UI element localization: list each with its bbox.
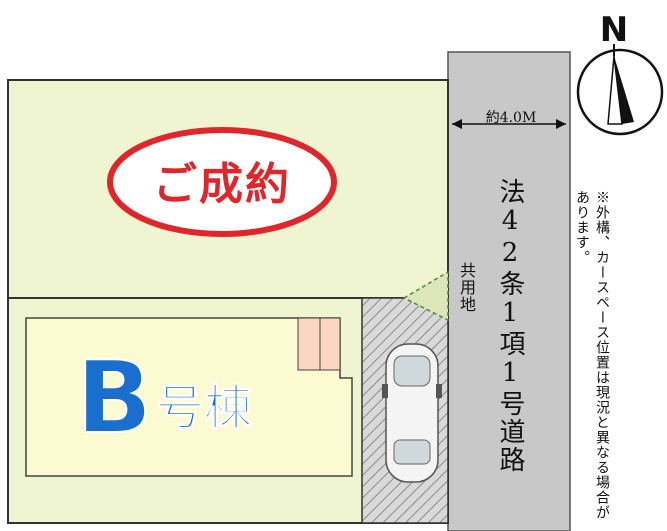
shared-land-area [402,270,449,322]
car-icon [382,343,442,483]
north-compass-icon [576,44,664,136]
road-width-label: 約4.0M [485,110,537,126]
building-suffix: 号棟 [155,380,253,437]
sold-label: ご成約 [153,159,291,210]
building-letter: B [75,339,153,456]
bay-window [297,317,341,371]
road-name-label: 法42条1項1号道路 [495,178,525,474]
road [447,51,571,531]
road-width-dimension [452,119,566,129]
shared-land-label: 共用地 [457,262,476,313]
north-label: N [599,10,629,50]
disclaimer-note: ※外構、カースペース位置は現況と異なる場合があります。 [574,190,610,520]
sold-oval [107,127,337,237]
